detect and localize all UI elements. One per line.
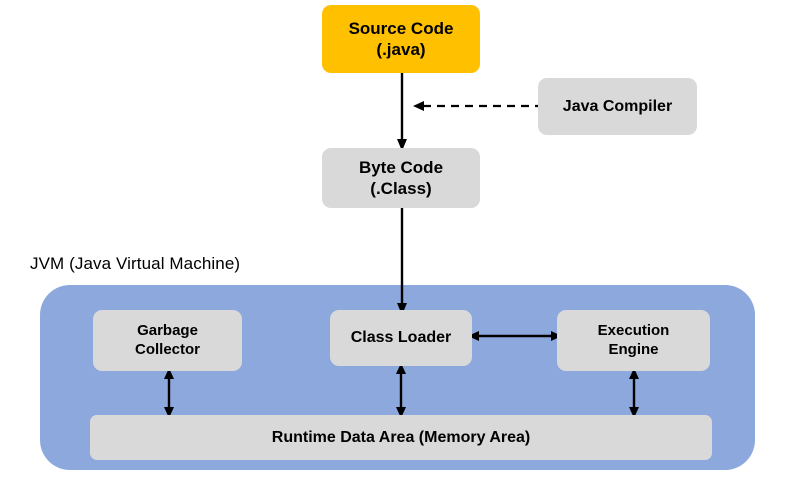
node-garbage-collector[interactable]: Garbage Collector [93, 310, 242, 371]
arrow-class-loader-to-runtime-data-area [396, 363, 406, 418]
arrow-java-compiler-to-flow [413, 101, 543, 111]
jvm-container-label: JVM (Java Virtual Machine) [30, 254, 241, 273]
arrow-class-loader-to-execution-engine [468, 331, 562, 341]
node-runtime-data-area[interactable]: Runtime Data Area (Memory Area) [90, 415, 712, 460]
node-byte-code[interactable]: Byte Code (.Class) [322, 148, 480, 208]
node-class-loader[interactable]: Class Loader [330, 310, 472, 366]
arrow-byte-code-to-class-loader [397, 205, 407, 315]
node-source-code[interactable]: Source Code (.java) [322, 5, 480, 73]
node-execution-engine[interactable]: Execution Engine [557, 310, 710, 371]
arrow-source-code-to-byte-code [397, 71, 407, 151]
node-java-compiler[interactable]: Java Compiler [538, 78, 697, 135]
arrow-garbage-collector-to-runtime-data-area [164, 368, 174, 418]
arrow-execution-engine-to-runtime-data-area [629, 368, 639, 418]
